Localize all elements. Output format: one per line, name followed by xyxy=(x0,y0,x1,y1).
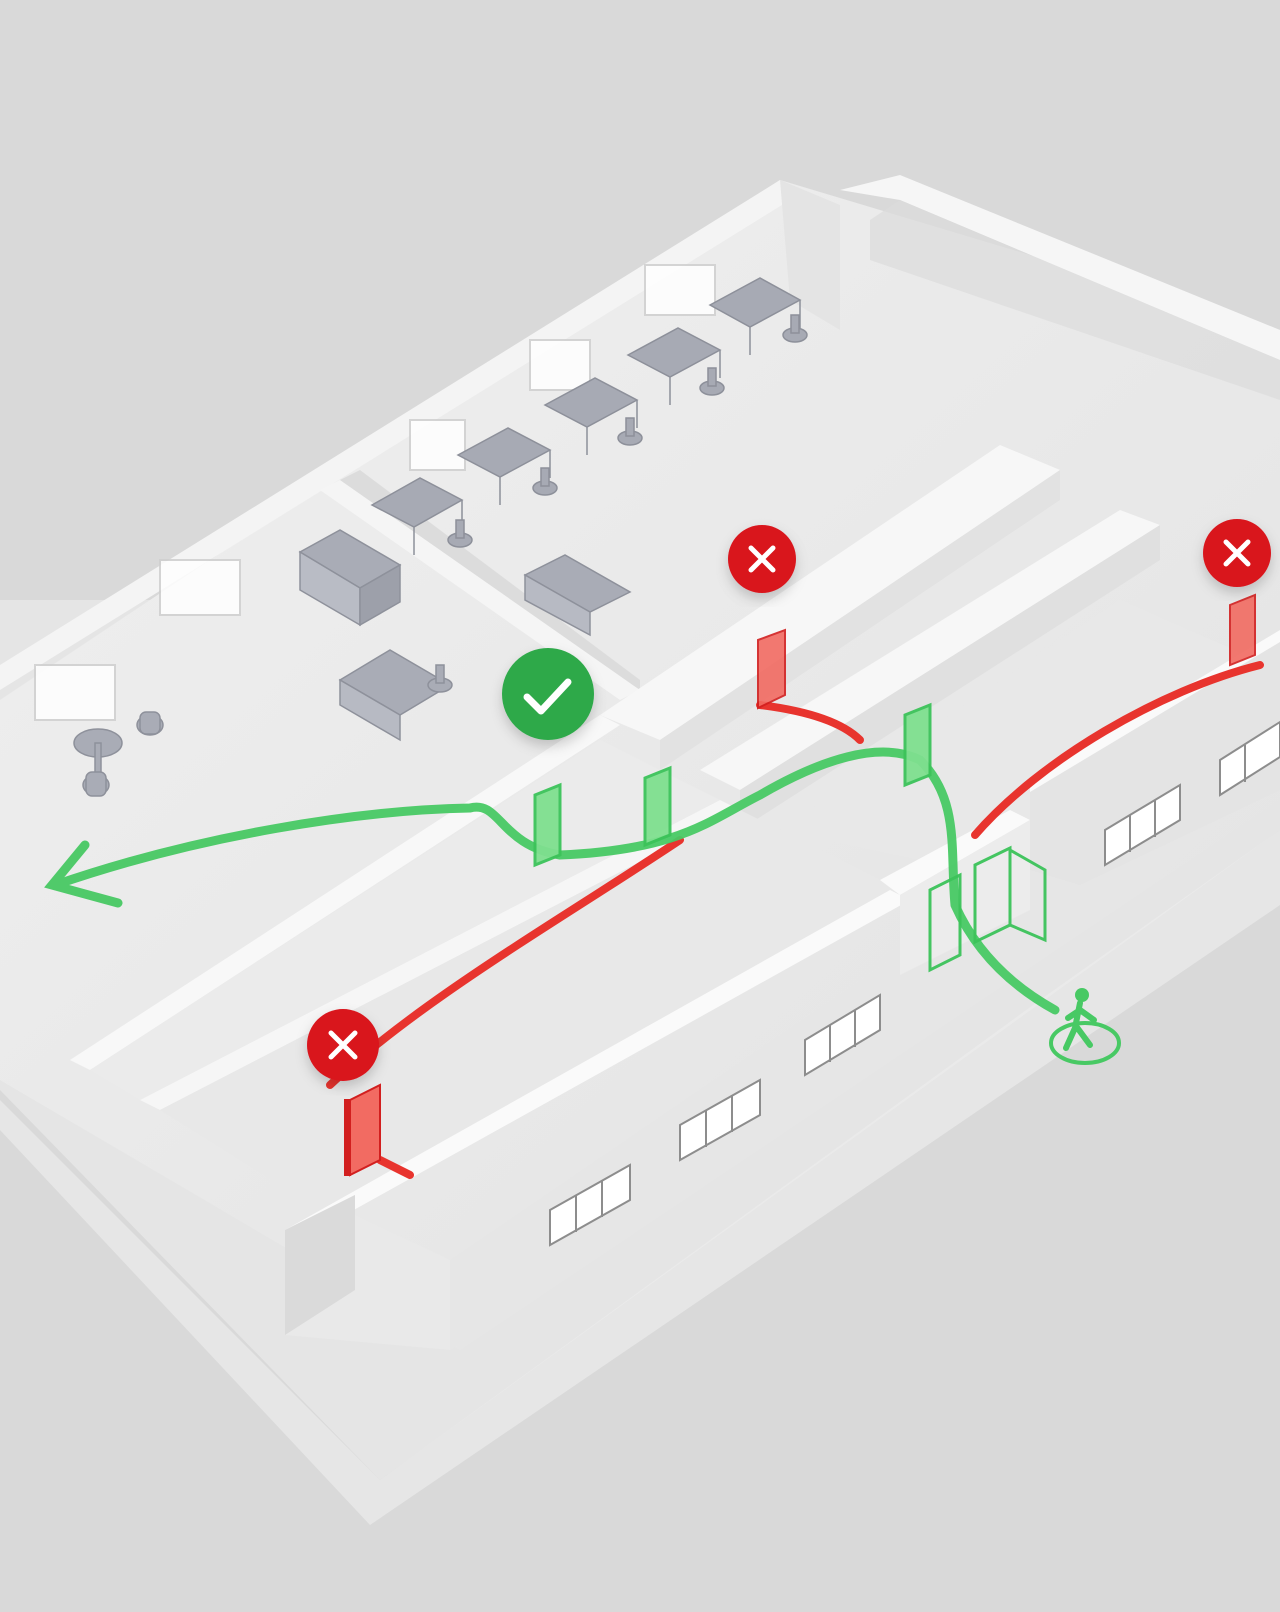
door-allowed-entrance-c xyxy=(1008,847,1047,943)
lounge-chair xyxy=(82,771,110,797)
front-facade-top xyxy=(285,890,910,1240)
office-chair xyxy=(532,467,558,496)
window xyxy=(409,419,466,471)
check-icon xyxy=(523,678,572,715)
desk-row xyxy=(370,277,808,555)
denied-route-right xyxy=(971,661,1264,839)
denied-doors xyxy=(344,593,1256,1177)
person-ring xyxy=(1049,1021,1121,1065)
windows-front xyxy=(549,720,1280,1247)
lounge-furniture xyxy=(73,529,632,797)
x-icon xyxy=(328,1030,358,1060)
x-icon xyxy=(1223,539,1251,567)
front-facade-shade xyxy=(285,1195,355,1335)
desk xyxy=(626,327,722,405)
window xyxy=(644,264,716,316)
window xyxy=(679,1078,761,1162)
allowed-route-arrowhead xyxy=(44,840,123,908)
window xyxy=(159,559,241,616)
walking-person-icon xyxy=(1049,988,1121,1065)
windows-back xyxy=(34,264,716,721)
desk xyxy=(456,427,552,505)
window xyxy=(549,1163,631,1247)
x-icon xyxy=(748,545,776,573)
access-denied-badge-top xyxy=(728,525,796,593)
front-facade-main xyxy=(450,960,890,1350)
round-table-leg xyxy=(94,742,102,774)
storage-cabinet-side xyxy=(359,563,401,627)
reception-desk-front xyxy=(339,678,401,742)
front-facade xyxy=(285,960,890,1350)
access-denied-badge-left xyxy=(307,1009,379,1081)
lounge-chair xyxy=(136,711,164,736)
access-granted-badge xyxy=(502,648,594,740)
allowed-doors xyxy=(533,702,1047,973)
office-chair xyxy=(782,314,808,343)
office-chair xyxy=(699,367,725,396)
window xyxy=(34,664,116,721)
access-denied-badge-right xyxy=(1203,519,1271,587)
desk xyxy=(708,277,802,355)
door-denied-top xyxy=(757,628,786,710)
right-facade xyxy=(1030,640,1280,885)
window xyxy=(1104,783,1181,867)
office-chair xyxy=(427,664,453,693)
desk xyxy=(543,377,639,455)
denied-route-door-stub xyxy=(376,1156,414,1179)
right-facade-top xyxy=(1030,630,1280,792)
back-wall-right-face xyxy=(870,200,1280,400)
denied-route-middle xyxy=(756,701,864,744)
door-denied-right xyxy=(1229,593,1256,667)
back-wall-block xyxy=(780,180,840,330)
office-chair xyxy=(447,519,473,548)
lower-room-floor-b xyxy=(90,740,720,1100)
window xyxy=(1219,720,1280,797)
allowed-route-main xyxy=(50,747,1060,1015)
door-allowed-corridor xyxy=(903,702,932,788)
lower-room-wall-inner xyxy=(140,800,740,1110)
allowed-routes xyxy=(44,747,1060,1015)
office-chair xyxy=(617,417,643,446)
window xyxy=(804,993,881,1077)
corridor-wall-upper xyxy=(600,445,1060,740)
door-allowed-office-b xyxy=(643,765,672,848)
window xyxy=(529,339,591,391)
door-allowed-office-a xyxy=(533,782,562,868)
door-allowed-entrance-a xyxy=(928,872,962,973)
divider-wall-office xyxy=(320,480,640,700)
back-wall-right xyxy=(840,175,1280,360)
manager-desk-front xyxy=(524,573,591,637)
entrance-vestibule-front xyxy=(900,820,1030,975)
right-room-floor xyxy=(780,600,1280,860)
door-denied-left xyxy=(344,1083,381,1177)
